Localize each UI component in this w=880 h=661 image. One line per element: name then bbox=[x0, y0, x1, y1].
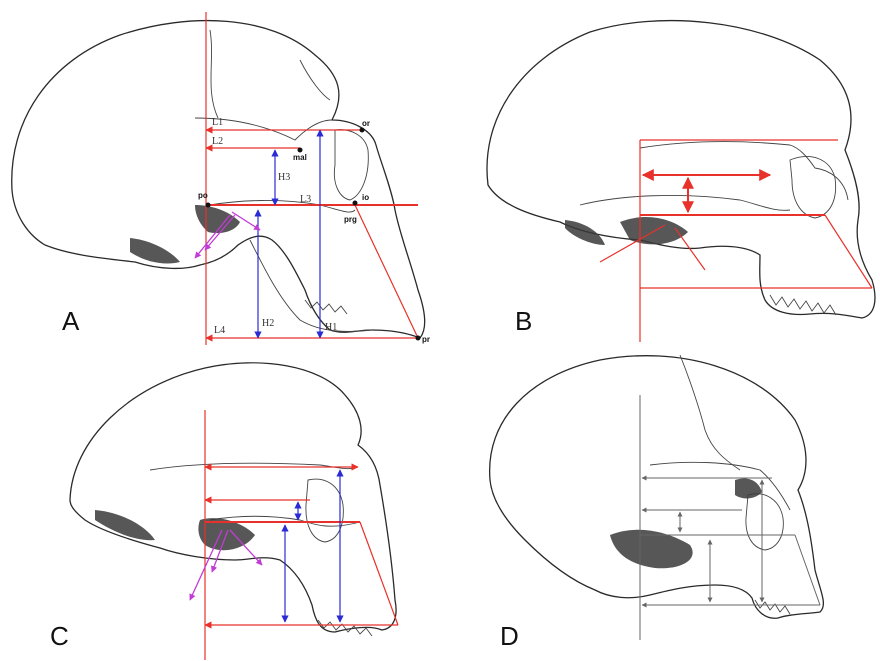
panel-a: L1 L2 L3 L4 H1 H2 H3 or mal po io prg pr… bbox=[11, 12, 430, 345]
panel-a-teeth bbox=[304, 299, 348, 315]
panel-a-brow-ridge bbox=[194, 117, 333, 141]
panel-a-suture bbox=[209, 29, 331, 119]
label-L3: L3 bbox=[300, 194, 311, 205]
panel-d-ear-shade bbox=[610, 529, 693, 569]
label-H3: H3 bbox=[278, 172, 290, 183]
panel-b-zygoma bbox=[579, 194, 791, 211]
panel-b: B bbox=[486, 19, 876, 342]
panel-d: D bbox=[489, 354, 824, 651]
label-po: po bbox=[198, 191, 208, 200]
label-or: or bbox=[362, 119, 370, 128]
panel-a-ear-region-shade bbox=[195, 205, 240, 234]
label-pr: pr bbox=[422, 335, 430, 344]
panel-c-letter: C bbox=[50, 621, 69, 651]
label-H1: H1 bbox=[325, 322, 337, 333]
label-prg: prg bbox=[344, 215, 357, 224]
panel-c-teeth bbox=[317, 619, 373, 637]
prg-pr-line bbox=[354, 204, 419, 339]
panel-b-letter: B bbox=[515, 306, 532, 336]
panel-d-cranium-outline bbox=[489, 355, 824, 619]
panel-a-occipital-shade bbox=[130, 238, 180, 264]
panel-c: C bbox=[50, 362, 399, 660]
panel-a-magenta-arrow-2 bbox=[204, 214, 236, 251]
label-io: io bbox=[362, 193, 369, 202]
panel-a-zygomatic-arch bbox=[209, 200, 356, 213]
panel-b-face bbox=[639, 141, 849, 201]
panel-d-letter: D bbox=[500, 621, 519, 651]
panel-c-orbit bbox=[305, 478, 344, 543]
panel-a-cranium-outline bbox=[11, 19, 426, 339]
label-H2: H2 bbox=[262, 318, 274, 329]
panel-c-occipital-shade bbox=[95, 510, 155, 541]
panel-c-cranium-outline bbox=[69, 362, 397, 633]
panel-a-magenta-arrow-3 bbox=[231, 211, 261, 231]
panel-b-teeth bbox=[769, 294, 837, 316]
label-L4: L4 bbox=[214, 325, 225, 336]
panel-b-orbit bbox=[789, 156, 837, 219]
panel-d-suture bbox=[679, 354, 741, 471]
panel-d-face bbox=[649, 461, 791, 511]
panel-d-brow-shade bbox=[735, 478, 762, 499]
label-L1: L1 bbox=[212, 117, 223, 128]
label-mal: mal bbox=[293, 153, 307, 162]
panel-b-cranium-outline bbox=[486, 19, 876, 319]
panel-d-orbit bbox=[745, 493, 784, 551]
panel-a-mandible bbox=[249, 239, 373, 332]
panel-a-orbit bbox=[333, 129, 369, 201]
panel-d-teeth bbox=[754, 599, 791, 615]
label-L2: L2 bbox=[212, 136, 223, 147]
panel-b-occipital-shade bbox=[565, 220, 605, 245]
panel-a-letter: A bbox=[62, 306, 80, 336]
panel-a-magenta-arrow-1 bbox=[194, 214, 231, 259]
